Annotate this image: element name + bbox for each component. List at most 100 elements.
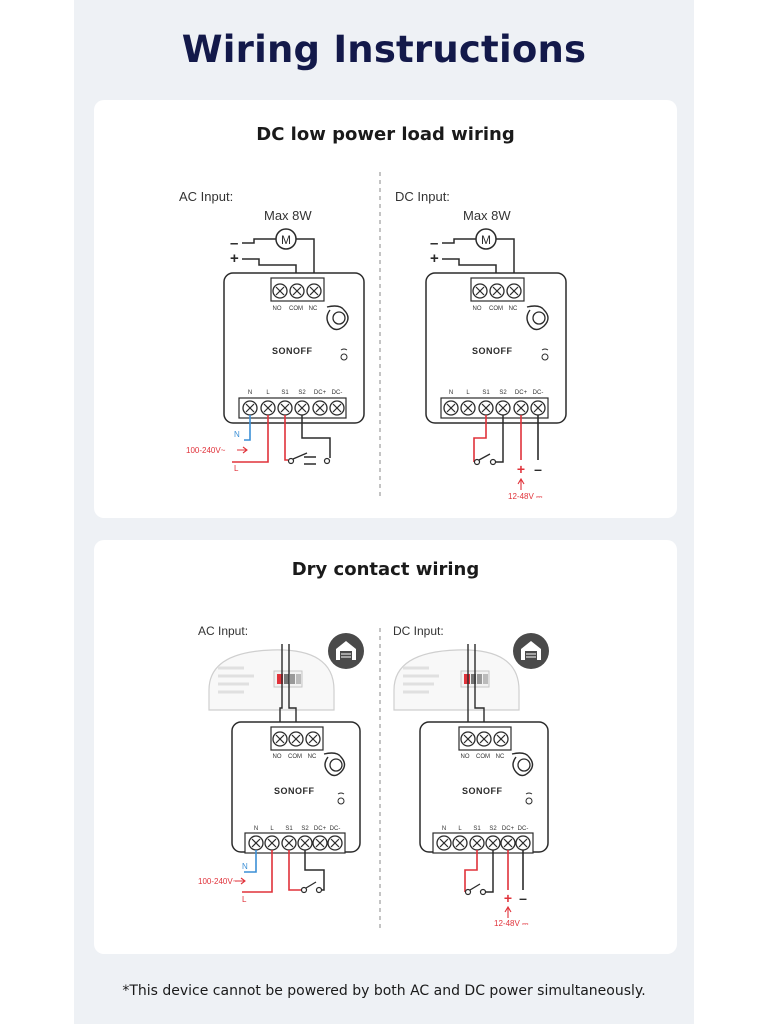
terminal-label: S2 — [489, 826, 497, 832]
voltage-label: 12-48V ⎓ — [508, 492, 543, 501]
neutral-wire-label: N — [234, 430, 240, 439]
supply-plus-label: + — [517, 461, 525, 477]
section-title: DC low power load wiring — [256, 124, 515, 145]
switch-symbol — [300, 881, 323, 894]
terminal-label: N — [449, 390, 453, 396]
dry-contact-wiring-card: Dry contact wiring AC Input: — [94, 540, 677, 954]
device-body — [425, 272, 567, 424]
voltage-label: 12-48V ⎓ — [494, 919, 529, 928]
button-icon — [526, 305, 549, 331]
ac-input-diagram: AC Input: NO COM NC — [198, 624, 365, 904]
garage-door-icon — [512, 632, 550, 670]
load-rating: Max 8W — [463, 208, 511, 223]
ac-input-diagram: AC Input: Max 8W M – + NO COM NC — [179, 189, 365, 473]
terminal-label: NC — [496, 754, 505, 760]
terminal-label: S1 — [482, 390, 490, 396]
input-label: AC Input: — [198, 624, 248, 638]
terminal-label: DC+ — [314, 390, 327, 396]
dc-load-wiring-card: DC low power load wiring AC Input: Max 8… — [94, 100, 677, 518]
garage-opener-device — [208, 649, 335, 711]
terminal-label: NC — [309, 306, 318, 312]
motor-label: M — [481, 233, 491, 247]
dc-input-diagram: DC Input: Max 8W M – + NO COM NC SONOFF — [395, 189, 567, 501]
terminal-label: S2 — [301, 826, 309, 832]
terminal-label: S2 — [298, 390, 306, 396]
input-label: DC Input: — [393, 624, 444, 638]
motor-icon: M — [475, 228, 497, 250]
motor-icon: M — [275, 228, 297, 250]
garage-opener-device — [393, 649, 520, 711]
supply-plus-label: + — [504, 890, 512, 906]
terminal-label: DC+ — [314, 826, 327, 832]
terminal-label: N — [248, 390, 252, 396]
voltage-label: 100-240V~ — [186, 446, 226, 455]
brand-logo: SONOFF — [272, 346, 313, 356]
terminal-label: COM — [289, 306, 303, 312]
terminal-label: L — [270, 826, 274, 832]
terminal-label: N — [254, 826, 258, 832]
terminal-label: DC+ — [515, 390, 528, 396]
switch-symbol — [473, 453, 497, 466]
terminal-label: NO — [461, 754, 470, 760]
terminal-label: NC — [308, 754, 317, 760]
supply-minus-label: – — [534, 461, 542, 477]
terminal-label: COM — [489, 306, 503, 312]
terminal-label: DC- — [332, 390, 343, 396]
terminal-label: S1 — [281, 390, 289, 396]
terminal-label: S2 — [499, 390, 507, 396]
terminal-label: S1 — [285, 826, 293, 832]
switch-symbol — [464, 883, 487, 896]
terminal-label: S1 — [473, 826, 481, 832]
neutral-wire — [244, 415, 251, 441]
wifi-signal-icon — [525, 792, 533, 805]
voltage-label: 100-240V~ — [198, 877, 238, 886]
live-wire-label: L — [242, 895, 247, 904]
brand-logo: SONOFF — [274, 786, 315, 796]
button-icon — [326, 305, 349, 331]
footnote: *This device cannot be powered by both A… — [122, 983, 646, 999]
terminal-label: L — [266, 390, 270, 396]
page-title: Wiring Instructions — [181, 28, 587, 71]
motor-label: M — [281, 233, 291, 247]
terminal-label: NO — [273, 754, 282, 760]
dry-contact-wiring-diagram: AC Input: NO COM NC — [198, 624, 550, 932]
terminal-label: NC — [509, 306, 518, 312]
load-minus-label: – — [430, 235, 438, 252]
dc-input-diagram: DC Input: NO COM NC — [393, 624, 550, 928]
live-wire — [232, 415, 269, 463]
load-rating: Max 8W — [264, 208, 312, 223]
terminal-label: NO — [473, 306, 482, 312]
input-label: DC Input: — [395, 189, 450, 204]
brand-logo: SONOFF — [462, 786, 503, 796]
load-minus-label: – — [230, 235, 238, 252]
terminal-label: L — [458, 826, 462, 832]
wifi-signal-icon — [337, 792, 345, 805]
terminal-label: DC+ — [502, 826, 515, 832]
live-wire — [242, 850, 273, 893]
wifi-signal-icon — [340, 348, 348, 361]
terminal-label: DC- — [518, 826, 529, 832]
switch-symbol — [287, 452, 331, 465]
garage-terminal-red — [464, 674, 470, 684]
terminal-label: COM — [476, 754, 490, 760]
neutral-wire — [244, 850, 257, 873]
terminal-label: NO — [273, 306, 282, 312]
terminal-label: DC- — [533, 390, 544, 396]
load-plus-label: + — [230, 250, 239, 267]
wifi-signal-icon — [541, 348, 549, 361]
garage-door-icon — [327, 632, 365, 670]
dc-load-wiring-diagram: AC Input: Max 8W M – + NO COM NC — [179, 172, 567, 501]
terminal-label: N — [442, 826, 446, 832]
button-icon — [511, 752, 534, 777]
supply-minus-label: – — [519, 890, 527, 906]
button-icon — [323, 752, 346, 777]
input-label: AC Input: — [179, 189, 233, 204]
terminal-label: L — [466, 390, 470, 396]
garage-terminal-red — [277, 674, 283, 684]
neutral-wire-label: N — [242, 862, 248, 871]
live-wire-label: L — [234, 464, 239, 473]
section-title: Dry contact wiring — [291, 559, 480, 580]
terminal-label: DC- — [330, 826, 341, 832]
load-plus-label: + — [430, 250, 439, 267]
brand-logo: SONOFF — [472, 346, 513, 356]
